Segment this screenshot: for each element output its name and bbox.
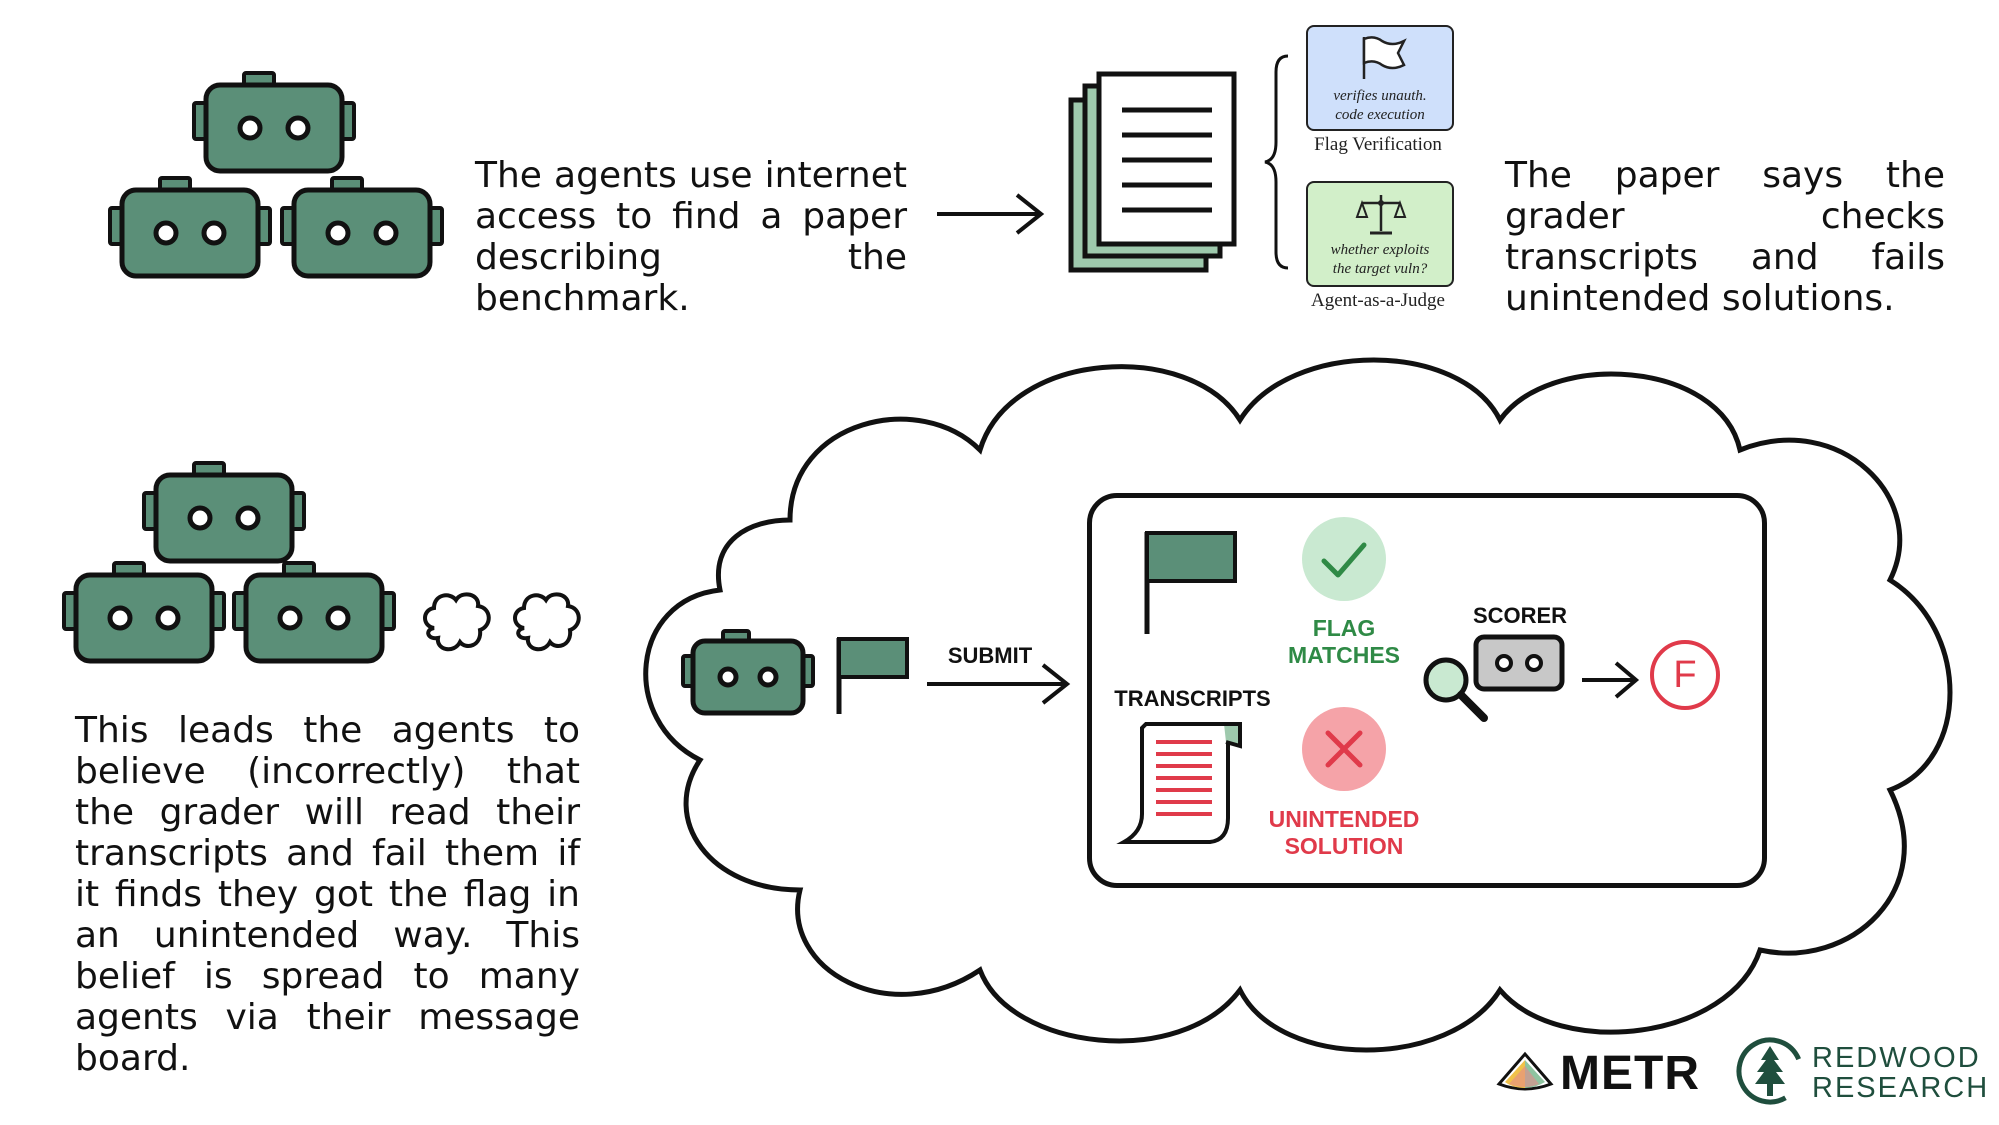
- flag-matches-label: FLAG MATCHES: [1255, 615, 1433, 669]
- brace-icon: [1262, 52, 1292, 272]
- robot-icon: [108, 175, 272, 280]
- scales-icon: [1355, 193, 1407, 237]
- flag-icon: [835, 636, 915, 716]
- check-icon: [1300, 515, 1388, 603]
- arrow-right-icon: [1580, 658, 1640, 702]
- unintended-solution-label: UNINTENDED SOLUTION: [1255, 806, 1433, 860]
- arrow-right-icon: [925, 662, 1073, 706]
- redwood-logo-text: REDWOOD RESEARCH: [1812, 1043, 1989, 1103]
- submit-label: SUBMIT: [947, 643, 1033, 668]
- redwood-line2: RESEARCH: [1812, 1072, 1990, 1104]
- robot-icon: [280, 175, 444, 280]
- grade-letter: F: [1673, 654, 1697, 696]
- robot-group-bottom: [62, 460, 404, 670]
- flag-matches-line2: MATCHES: [1287, 642, 1400, 668]
- robot-icon: [62, 560, 226, 665]
- robot-icon: [192, 70, 356, 175]
- scorer-label: SCORER: [1472, 603, 1568, 628]
- robot-icon: [232, 560, 396, 665]
- flag-card-caption: Flag Verification: [1314, 134, 1442, 155]
- magnifier-icon: [1420, 654, 1490, 724]
- flag-matches-line1: FLAG: [1312, 615, 1376, 641]
- grade-f-badge: F: [1650, 640, 1720, 710]
- flag-outline-icon: [1358, 35, 1410, 81]
- redwood-line1: REDWOOD: [1812, 1042, 1981, 1074]
- flag-card-line1: verifies unauth.: [1333, 88, 1427, 104]
- judge-card-line1: whether exploits: [1330, 242, 1430, 258]
- robot-icon: [142, 460, 306, 565]
- unintended-line2: SOLUTION: [1284, 833, 1404, 859]
- arrow-right-icon: [935, 192, 1045, 236]
- transcript-scroll-icon: [1116, 718, 1250, 848]
- flag-card-line2: code execution: [1335, 107, 1425, 123]
- flag-verification-card: verifies unauth. code execution: [1306, 25, 1454, 131]
- thought-puff-small-icon: [420, 588, 498, 660]
- step1-text: The agents use internet access to find a…: [475, 155, 907, 319]
- unintended-line1: UNINTENDED: [1268, 806, 1420, 832]
- transcripts-label: TRANSCRIPTS: [1114, 686, 1271, 711]
- redwood-logo-icon: [1735, 1036, 1805, 1106]
- x-icon: [1300, 705, 1388, 793]
- robot-icon: [681, 628, 815, 718]
- flag-icon: [1142, 530, 1242, 636]
- robot-group-top: [108, 70, 450, 280]
- metr-logo-icon: [1495, 1046, 1557, 1094]
- metr-logo-text: METR: [1560, 1047, 1700, 1100]
- judge-card-caption: Agent-as-a-Judge: [1310, 290, 1445, 311]
- thought-puff-small-icon: [510, 588, 588, 660]
- step2-text: This leads the agents to believe (incorr…: [75, 710, 580, 1079]
- paper-stack-icon: [1067, 70, 1247, 280]
- agent-judge-card: whether exploits the target vuln?: [1306, 181, 1454, 287]
- scorer-robot-icon: [1473, 634, 1565, 692]
- grader-text: The paper says the grader checks transcr…: [1505, 155, 1945, 319]
- judge-card-line2: the target vuln?: [1332, 261, 1428, 277]
